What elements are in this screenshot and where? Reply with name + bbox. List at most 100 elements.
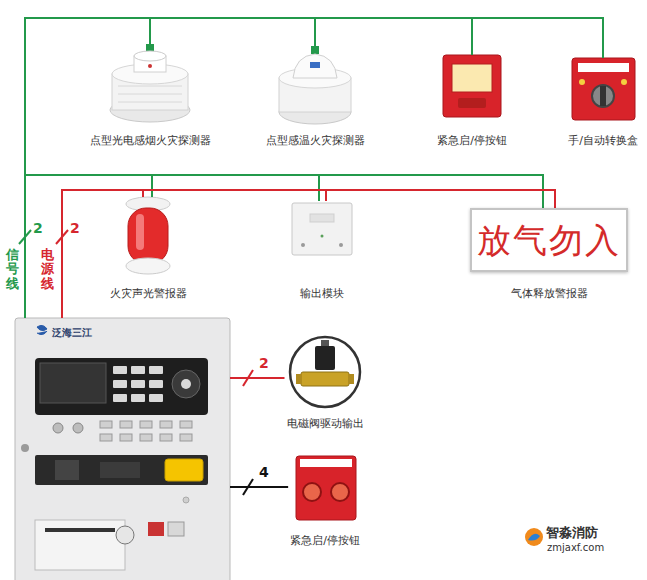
- sounder-dome: [128, 208, 168, 264]
- indicator: [160, 434, 172, 441]
- output-module: 输出模块: [291, 201, 353, 301]
- key: [131, 380, 145, 388]
- detector-led: [148, 64, 152, 68]
- key: [113, 366, 127, 374]
- panel-lock: [21, 444, 29, 452]
- switch-box-figure: [572, 58, 635, 120]
- wire-connector: [25, 18, 150, 318]
- sign-text: 放气勿入: [470, 208, 628, 272]
- device-caption: 点型光电感烟火灾探测器: [88, 134, 213, 148]
- valve-port: [296, 374, 302, 384]
- switch-label-bar: [578, 63, 629, 72]
- key: [149, 380, 163, 388]
- key: [113, 380, 127, 388]
- solenoid-valve: 电磁阀驱动输出: [285, 337, 366, 431]
- indicator: [180, 421, 192, 428]
- sticker: [148, 522, 164, 536]
- wire-connector: [25, 175, 319, 318]
- wire-count: 2: [257, 355, 271, 371]
- wire-connector: [62, 190, 326, 318]
- button-housing: [296, 456, 356, 520]
- module-led: [321, 235, 324, 238]
- device-caption: 气体释放警报器: [470, 287, 628, 301]
- solenoid-valve-figure: [290, 337, 360, 407]
- switch-led: [621, 79, 627, 85]
- wire-connector: [230, 377, 285, 379]
- wire-connector: [25, 18, 472, 318]
- emergency-button: 紧急启/停按钮: [288, 455, 362, 548]
- device-caption: 输出模块: [291, 287, 353, 301]
- yellow-button: [165, 459, 203, 481]
- direction-pad: [172, 370, 200, 398]
- key: [149, 366, 163, 374]
- sounder-foot: [126, 258, 170, 274]
- indicator: [100, 421, 112, 428]
- button-label-bar: [300, 459, 352, 467]
- device-caption: 紧急启/停按钮: [435, 134, 509, 148]
- panel-vent: [183, 497, 189, 503]
- indicator: [180, 434, 192, 441]
- device-caption: 点型感温火灾探测器: [264, 134, 367, 148]
- wire-count: 2: [70, 220, 80, 236]
- output-module-figure: [292, 203, 352, 255]
- display-frame: [35, 358, 208, 415]
- switch-led: [579, 79, 585, 85]
- detector-shoulder: [112, 64, 188, 84]
- module-screw: [339, 243, 343, 247]
- indicator: [100, 434, 112, 441]
- logo-swirl: [528, 534, 540, 541]
- vent-slot: [118, 102, 182, 103]
- key: [149, 394, 163, 402]
- smoke-detector: 点型光电感烟火灾探测器: [88, 44, 213, 148]
- heat-detector: 点型感温火灾探测器: [264, 46, 367, 148]
- signal-line-label: 信号线: [6, 248, 19, 291]
- valve-body: [301, 372, 349, 386]
- switch-key: [600, 86, 606, 106]
- watermark-logo: [525, 528, 543, 546]
- control-panel: 泛海三江: [15, 318, 230, 580]
- panel-housing: [15, 318, 230, 580]
- indicator: [140, 421, 152, 428]
- panel-knob: [53, 423, 63, 433]
- control-strip: [35, 455, 208, 485]
- wire-connector: [25, 175, 543, 318]
- smoke-detector-figure: [110, 44, 190, 122]
- indicator: [140, 434, 152, 441]
- wire-count: 4: [257, 464, 271, 480]
- emergency-button-figure: [296, 456, 356, 520]
- printer-slot: [45, 528, 115, 532]
- stop-button: [331, 483, 349, 501]
- switch-housing: [572, 58, 635, 120]
- logo-disc: [525, 528, 543, 546]
- keypad: [113, 366, 163, 402]
- valve-circle: [290, 337, 360, 407]
- brand-name: 泛海三江: [52, 327, 230, 339]
- emergency-button: 紧急启/停按钮: [435, 55, 509, 148]
- watermark: zmjaxf.com: [547, 542, 604, 553]
- mode-switch-box: 手/自动转换盒: [566, 58, 640, 148]
- device-caption: 紧急启/停按钮: [288, 534, 362, 548]
- button-window: [458, 98, 486, 108]
- valve-cap: [321, 340, 329, 346]
- key: [113, 394, 127, 402]
- key: [131, 394, 145, 402]
- lcd-screen: [40, 363, 106, 403]
- sticker: [168, 522, 184, 536]
- indicator: [120, 434, 132, 441]
- switch-knob: [592, 85, 614, 107]
- device-caption: 手/自动转换盒: [566, 134, 640, 148]
- strip-keys: [100, 462, 140, 478]
- wire-connector: [230, 486, 288, 488]
- device-caption: 电磁阀驱动输出: [285, 417, 366, 431]
- power-line-label: 电源线: [41, 248, 54, 291]
- emergency-button-figure: [443, 55, 501, 117]
- watermark: 智淼消防: [546, 524, 598, 542]
- module-screw: [301, 243, 305, 247]
- sensor-mark: [310, 62, 320, 68]
- vent-slot: [118, 94, 182, 95]
- gas-release-sign: 放气勿入气体释放警报器: [470, 208, 628, 301]
- vent-slot: [118, 86, 182, 87]
- sounder-strobe: 火灾声光警报器: [108, 197, 189, 301]
- valve-coil: [315, 346, 335, 370]
